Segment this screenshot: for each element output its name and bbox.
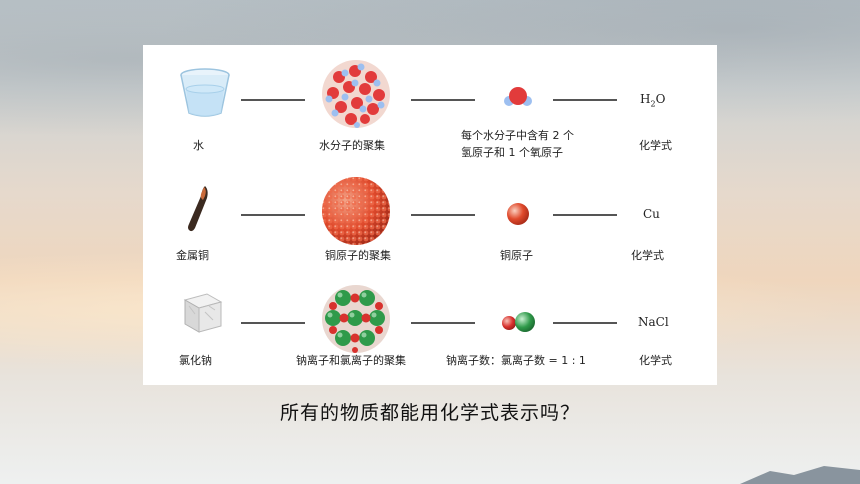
copper-label: 金属铜 bbox=[176, 249, 209, 262]
copper-wire-icon bbox=[183, 184, 213, 238]
question-text: 所有的物质都能用化学式表示吗？ bbox=[279, 402, 580, 424]
ions-aggregate-icon bbox=[321, 284, 391, 358]
row-copper: 金属铜 铜原子的聚集 bbox=[143, 172, 717, 272]
sodium-chloride-label: 氯化钠 bbox=[179, 354, 212, 367]
water-molecule-desc-line2: 氢原子和 1 个氧原子 bbox=[461, 146, 563, 159]
ion-ratio-label: 钠离子数：氯离子数 = 1 : 1 bbox=[446, 354, 586, 367]
water-molecule-icon bbox=[503, 85, 533, 115]
connector-line bbox=[411, 214, 475, 216]
copper-atom-icon bbox=[506, 202, 530, 230]
connector-line bbox=[241, 322, 305, 324]
row-sodium-chloride: 氯化钠 bbox=[143, 282, 717, 382]
copper-aggregate-label: 铜原子的聚集 bbox=[325, 249, 391, 262]
connector-line bbox=[241, 99, 305, 101]
salt-crystal-icon bbox=[179, 290, 225, 340]
water-aggregate-label: 水分子的聚集 bbox=[319, 139, 385, 152]
sodium-chloride-formula: NaCl bbox=[638, 315, 669, 329]
water-molecules-aggregate-icon bbox=[321, 59, 391, 133]
water-molecule-desc-line1: 每个水分子中含有 2 个 bbox=[461, 129, 574, 142]
connector-line bbox=[553, 214, 617, 216]
water-formula: H2O bbox=[640, 92, 666, 109]
copper-atoms-aggregate-icon bbox=[321, 176, 391, 250]
connector-line bbox=[411, 99, 475, 101]
copper-atom-label: 铜原子 bbox=[500, 249, 533, 262]
sodium-chloride-formula-label: 化学式 bbox=[639, 354, 672, 367]
sodium-chloride-ion-pair-icon bbox=[499, 310, 539, 338]
copper-formula: Cu bbox=[643, 207, 660, 221]
figure-panel: 水 水分子的聚集 bbox=[143, 45, 717, 385]
connector-line bbox=[241, 214, 305, 216]
water-label: 水 bbox=[193, 139, 204, 152]
row-water: 水 水分子的聚集 bbox=[143, 57, 717, 159]
water-formula-label: 化学式 bbox=[639, 139, 672, 152]
water-glass-icon bbox=[177, 67, 233, 123]
connector-line bbox=[411, 322, 475, 324]
copper-formula-label: 化学式 bbox=[631, 249, 664, 262]
connector-line bbox=[553, 99, 617, 101]
connector-line bbox=[553, 322, 617, 324]
ions-aggregate-label: 钠离子和氯离子的聚集 bbox=[296, 354, 406, 367]
background-mountain bbox=[740, 466, 860, 484]
